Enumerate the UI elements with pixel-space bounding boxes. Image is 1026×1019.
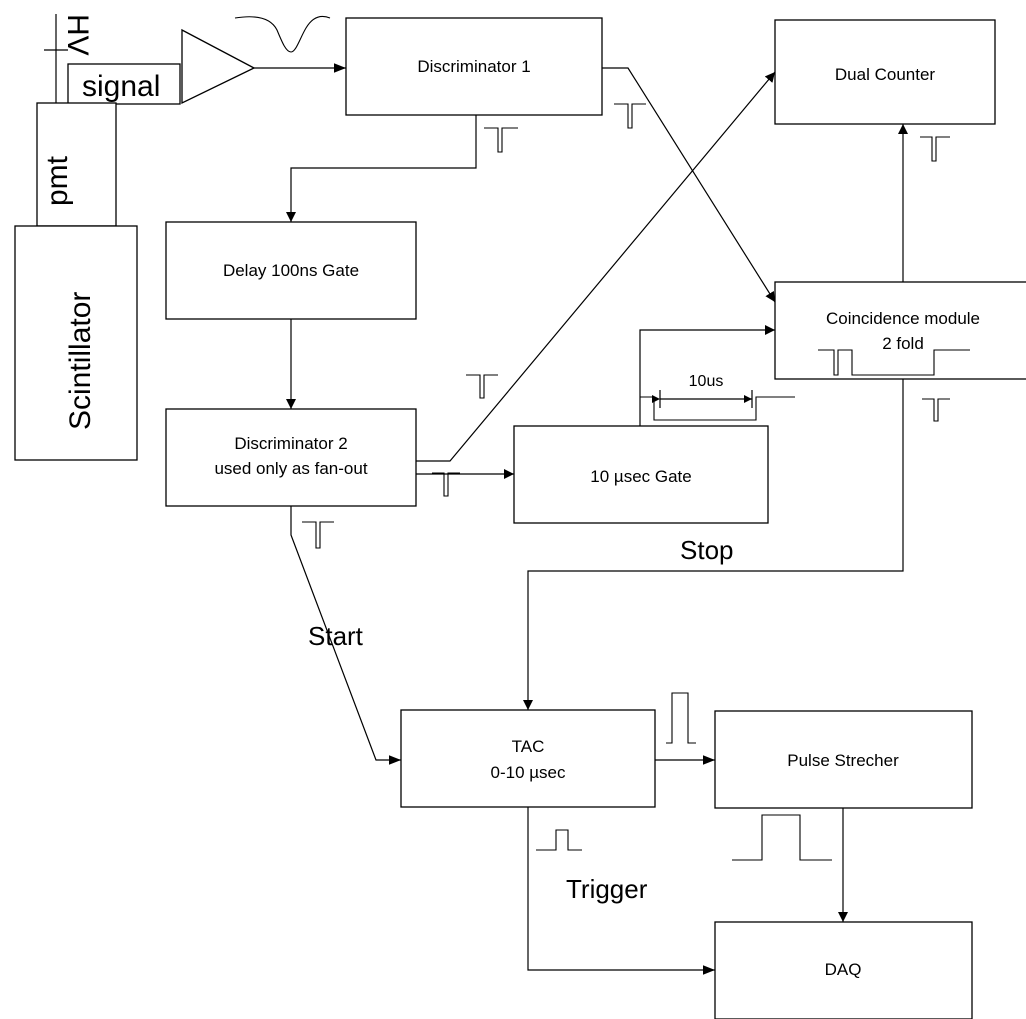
- scintillator-label: Scintillator: [64, 292, 97, 430]
- trigger-label: Trigger: [566, 874, 648, 904]
- pmt-pulse-waveform: [234, 15, 331, 53]
- gate-width-label: 10us: [689, 373, 724, 390]
- discriminator-2-label-line1: Discriminator 2: [234, 434, 347, 453]
- wire-disc2-to-dual-counter: [416, 71, 776, 462]
- signal-label: signal: [82, 70, 160, 103]
- gate-10us-label: 10 µsec Gate: [590, 467, 691, 486]
- gate-10us-waveform: [640, 396, 795, 421]
- discriminator-1-box: [345, 17, 603, 116]
- tac-label-line2: 0-10 µsec: [491, 763, 566, 782]
- tac-output-pulse: [666, 692, 696, 744]
- pmt-label: pmt: [41, 155, 74, 206]
- coincidence-label-line1: Coincidence module: [826, 309, 980, 328]
- nim-pulse-disc2-start: [302, 521, 334, 549]
- scintillator-box: [14, 225, 138, 461]
- nim-pulse-disc1-out: [484, 127, 518, 153]
- start-label: Start: [308, 621, 364, 651]
- nim-pulse-coincidence-out: [920, 136, 950, 162]
- nim-pulse-coincidence-down: [922, 398, 950, 422]
- signal-box: [67, 63, 181, 105]
- nim-pulse-disc2-out: [432, 472, 460, 497]
- nim-pulse-disc2-diagonal: [466, 374, 498, 399]
- pmt-box: [36, 102, 117, 227]
- trigger-pulse: [536, 829, 582, 851]
- stop-label: Stop: [680, 535, 734, 565]
- nim-pulse-disc1-right: [614, 103, 646, 129]
- wire-tac-to-daq-trigger: [527, 807, 715, 975]
- coincidence-label-line2: 2 fold: [882, 334, 924, 353]
- detector-stack: HV signal pmt Scintillator: [14, 14, 181, 461]
- dual-counter-label: Dual Counter: [835, 65, 936, 84]
- tac-label-line1: TAC: [512, 737, 545, 756]
- coincidence-module-box: [774, 281, 1026, 380]
- stretched-pulse: [732, 814, 832, 861]
- delay-gate-label: Delay 100ns Gate: [223, 261, 359, 280]
- dual-counter-box: [774, 19, 996, 125]
- wire-disc1-to-delay: [286, 115, 477, 222]
- hv-label: HV: [61, 14, 94, 56]
- discriminator-2-box: [165, 408, 417, 507]
- amplifier-symbol: [181, 28, 256, 105]
- discriminator-1-label: Discriminator 1: [417, 57, 530, 76]
- gate-10us-box: [513, 425, 769, 524]
- daq-label: DAQ: [825, 960, 862, 979]
- discriminator-2-label-line2: used only as fan-out: [214, 459, 367, 478]
- tac-box: [400, 709, 656, 808]
- wire-gate-to-coincidence: [639, 325, 775, 426]
- coincidence-pulse-waveform: [818, 349, 970, 376]
- wire-coincidence-to-tac-stop: [523, 379, 904, 710]
- wire-disc2-to-tac-start: [290, 506, 401, 765]
- wire-disc1-to-coincidence: [602, 67, 776, 303]
- pulse-stretcher-label: Pulse Strecher: [787, 751, 899, 770]
